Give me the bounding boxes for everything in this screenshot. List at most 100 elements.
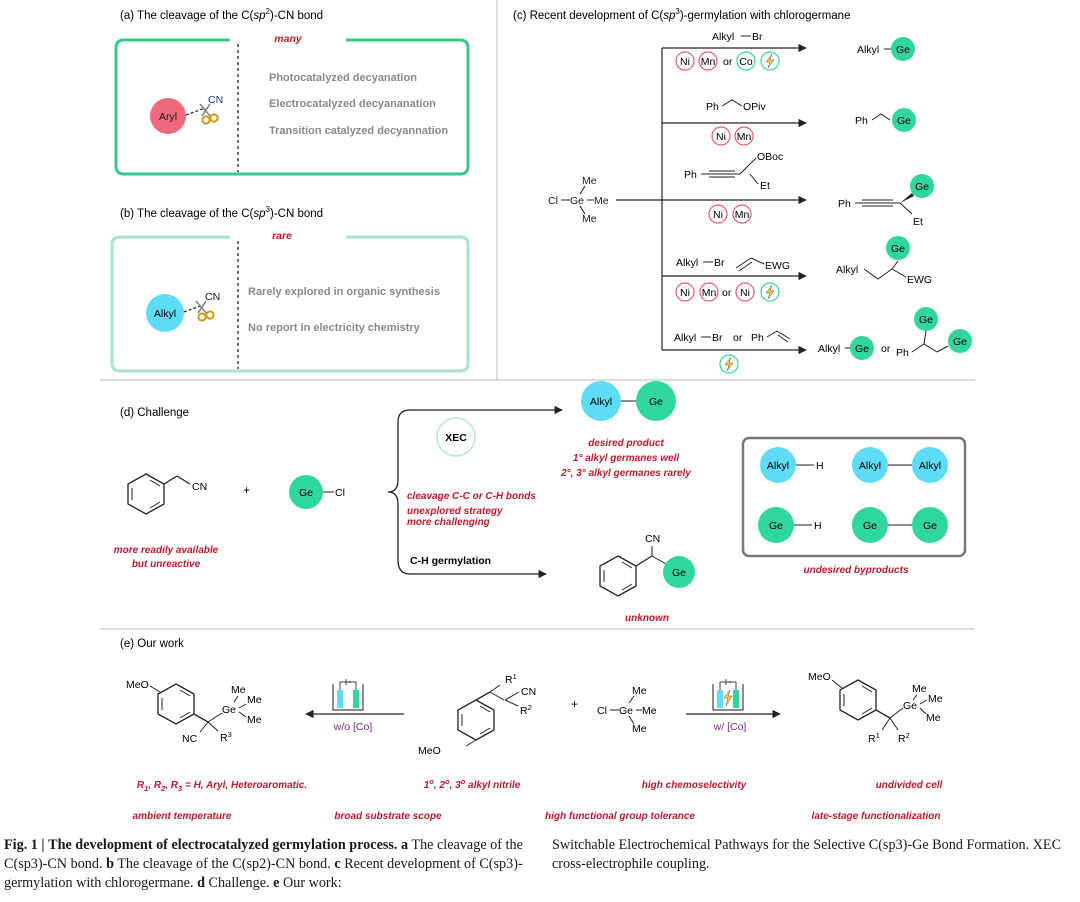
svg-text:Ge: Ge xyxy=(915,181,929,193)
svg-text:Ph: Ph xyxy=(706,101,719,113)
svg-text:Mn: Mn xyxy=(735,209,750,221)
alkyl-circle xyxy=(146,294,184,332)
svg-text:Me: Me xyxy=(912,683,927,695)
svg-text:Ge: Ge xyxy=(672,567,686,579)
svg-text:Alkyl: Alkyl xyxy=(712,31,734,43)
chlorogermane: Cl Ge Me Me Me xyxy=(548,175,609,225)
svg-text:Ge: Ge xyxy=(897,115,911,127)
panel-c-title: (c) Recent development of C(sp3)-germyla… xyxy=(513,7,850,22)
svg-text:Ge: Ge xyxy=(896,44,910,56)
electrochemical-cell-icon xyxy=(712,679,744,711)
lightning-icon xyxy=(723,689,733,707)
panel-b-cn: CN xyxy=(205,291,220,303)
svg-text:2°, 3° alkyl germanes rarely: 2°, 3° alkyl germanes rarely xyxy=(560,468,691,479)
svg-text:Me: Me xyxy=(247,714,262,726)
svg-text:or: or xyxy=(733,332,743,344)
alkyl-label: Alkyl xyxy=(154,308,176,320)
svg-text:cleavage C-C or C-H bonds: cleavage C-C or C-H bonds xyxy=(407,491,536,502)
panel-a-item: Electrocatalyzed decyananation xyxy=(269,98,436,110)
svg-text:Ni: Ni xyxy=(716,131,726,143)
svg-text:Ge: Ge xyxy=(953,336,967,348)
panel-a-cn: CN xyxy=(208,94,223,106)
svg-text:Ph: Ph xyxy=(855,115,868,127)
substrate-note: more readily available xyxy=(114,545,219,556)
svg-text:broad substrate scope: broad substrate scope xyxy=(334,811,442,822)
svg-text:OPiv: OPiv xyxy=(743,101,767,113)
svg-text:Me: Me xyxy=(594,195,609,207)
svg-text:Ph: Ph xyxy=(896,347,909,359)
panel-a: (a) The cleavage of the C(sp2)-CN bond m… xyxy=(114,7,470,176)
svg-text:Ni: Ni xyxy=(740,287,750,299)
svg-text:Mn: Mn xyxy=(737,131,752,143)
panel-a-box xyxy=(114,38,470,176)
svg-text:Me: Me xyxy=(926,712,941,724)
panel-c-arrows xyxy=(662,43,807,355)
svg-text:R1: R1 xyxy=(505,672,517,686)
svg-text:Alkyl: Alkyl xyxy=(859,460,881,472)
svg-text:NC: NC xyxy=(182,733,198,745)
svg-text:Alkyl: Alkyl xyxy=(857,44,879,56)
catalyst-mn: Mn xyxy=(701,56,716,68)
svg-text:+: + xyxy=(571,697,578,711)
svg-text:H: H xyxy=(816,460,824,472)
svg-text:Alkyl: Alkyl xyxy=(836,264,858,276)
svg-text:R1, R2, R3 = H, Aryl, Heteroar: R1, R2, R3 = H, Aryl, Heteroaromatic. xyxy=(137,780,307,793)
aryl-cn-bond xyxy=(185,107,206,116)
svg-text:high chemoselectivity: high chemoselectivity xyxy=(642,780,747,791)
svg-text:Alkyl: Alkyl xyxy=(674,332,696,344)
svg-text:Alkyl: Alkyl xyxy=(676,257,698,269)
svg-text:XEC: XEC xyxy=(445,432,467,444)
phenylacetonitrile: CN xyxy=(127,473,207,515)
svg-text:Ge: Ge xyxy=(863,520,877,532)
svg-text:H: H xyxy=(814,520,822,532)
svg-text:Et: Et xyxy=(913,216,923,228)
svg-text:1° alkyl germanes well: 1° alkyl germanes well xyxy=(573,453,680,464)
svg-text:Alkyl: Alkyl xyxy=(767,460,789,472)
figure-caption: Fig. 1 | The development of electrocatal… xyxy=(4,837,523,891)
panel-e: (e) Our work MeO Ge Me Me Me NC R3 xyxy=(120,638,943,822)
svg-text:Alkyl: Alkyl xyxy=(818,343,840,355)
svg-text:Me: Me xyxy=(247,694,262,706)
panel-c: (c) Recent development of C(sp3)-germyla… xyxy=(513,7,972,374)
svg-text:Ge: Ge xyxy=(570,195,584,207)
byproducts-box xyxy=(741,436,967,558)
scissors-icon xyxy=(195,300,215,322)
svg-text:ambient temperature: ambient temperature xyxy=(133,811,232,822)
svg-text:CN: CN xyxy=(192,481,207,493)
center-chlorogermane: Cl Ge Me Me Me xyxy=(597,685,657,735)
panel-a-item: Transition catalyzed decyannation xyxy=(269,125,448,137)
reaction-5: Alkyl Br or Ph Alkyl Ge or Ph Ge Ge xyxy=(674,307,972,374)
svg-text:OBoc: OBoc xyxy=(757,151,783,163)
svg-text:CN: CN xyxy=(645,533,660,545)
svg-text:Cl: Cl xyxy=(548,195,558,207)
svg-text:or: or xyxy=(722,287,732,299)
panel-b-item: Rarely explored in organic synthesis xyxy=(248,286,440,298)
svg-text:Ge: Ge xyxy=(855,343,869,355)
svg-text:Ge: Ge xyxy=(923,520,937,532)
svg-text:Ge: Ge xyxy=(891,243,905,255)
svg-text:Ge: Ge xyxy=(919,314,933,326)
lightning-icon xyxy=(760,51,780,71)
svg-text:Me: Me xyxy=(582,213,597,225)
svg-text:Ni: Ni xyxy=(680,287,690,299)
svg-text:R2: R2 xyxy=(898,731,910,745)
svg-text:R2: R2 xyxy=(520,703,532,717)
reaction-2: Ph OPiv Ni Mn Ph Ge xyxy=(706,99,916,146)
svg-text:MeO: MeO xyxy=(418,745,441,757)
svg-text:undivided cell: undivided cell xyxy=(876,780,943,791)
aryl-circle xyxy=(150,98,186,134)
panel-d-title: (d) Challenge xyxy=(120,407,189,419)
svg-text:R3: R3 xyxy=(220,730,232,744)
aryl-label: Aryl xyxy=(159,111,177,123)
svg-text:MeO: MeO xyxy=(126,679,149,691)
right-product: MeO Ge Me Me Me R1 R2 xyxy=(808,671,943,745)
svg-text:or: or xyxy=(881,343,891,355)
panel-d: (d) Challenge CN + Ge Cl more readily av… xyxy=(114,381,967,624)
catalyst-ni: Ni xyxy=(680,56,690,68)
svg-text:w/ [Co]: w/ [Co] xyxy=(713,721,747,733)
svg-text:Ge: Ge xyxy=(619,705,633,717)
svg-text:Me: Me xyxy=(632,723,647,735)
svg-text:late-stage functionalization: late-stage functionalization xyxy=(812,811,941,822)
svg-text:Me: Me xyxy=(642,705,657,717)
panel-e-title: (e) Our work xyxy=(120,638,184,650)
